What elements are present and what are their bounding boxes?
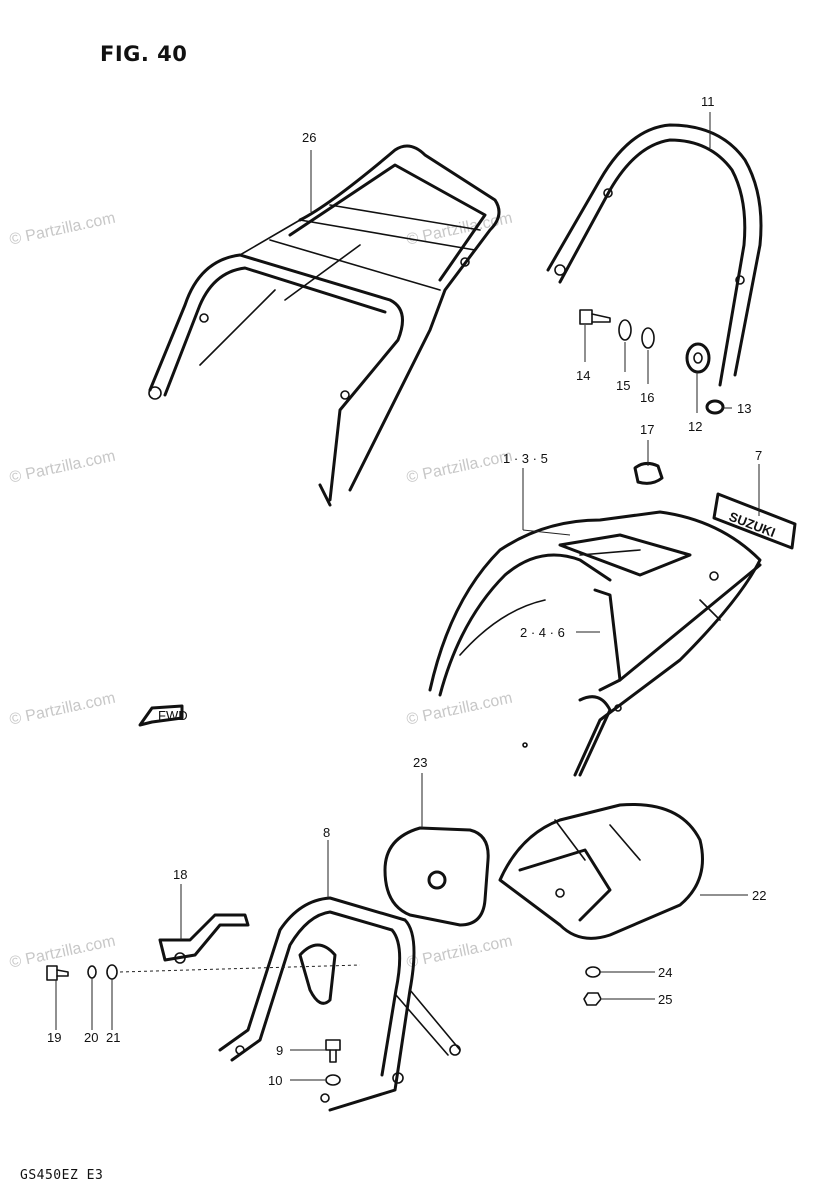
nut-25[interactable] bbox=[583, 992, 602, 1006]
callout-2-4-6: 2 · 4 · 6 bbox=[520, 625, 565, 640]
callout-19: 19 bbox=[47, 1030, 61, 1045]
callout-22: 22 bbox=[752, 888, 766, 903]
callout-26: 26 bbox=[302, 130, 316, 145]
callout-7: 7 bbox=[755, 448, 762, 463]
callout-21: 21 bbox=[106, 1030, 120, 1045]
bolt-9[interactable] bbox=[325, 1039, 341, 1063]
callout-15: 15 bbox=[616, 378, 630, 393]
washer-21[interactable] bbox=[106, 964, 118, 980]
callout-9: 9 bbox=[276, 1043, 283, 1058]
callout-14: 14 bbox=[576, 368, 590, 383]
assembly-line bbox=[119, 964, 361, 973]
callout-24: 24 bbox=[658, 965, 672, 980]
callout-18: 18 bbox=[173, 867, 187, 882]
callout-11: 11 bbox=[701, 94, 715, 109]
callout-17: 17 bbox=[640, 422, 654, 437]
grab-rail[interactable] bbox=[546, 123, 763, 387]
callout-10: 10 bbox=[268, 1073, 282, 1088]
figure-title: FIG. 40 bbox=[100, 42, 188, 66]
washer-15[interactable] bbox=[618, 319, 632, 341]
latch-18[interactable] bbox=[158, 913, 250, 964]
callout-8: 8 bbox=[323, 825, 330, 840]
callout-13: 13 bbox=[737, 401, 751, 416]
washer-10[interactable] bbox=[325, 1074, 341, 1086]
callout-1-3-5: 1 · 3 · 5 bbox=[503, 451, 548, 466]
nut-13[interactable] bbox=[705, 399, 725, 415]
callout-25: 25 bbox=[658, 992, 672, 1007]
callout-23: 23 bbox=[413, 755, 427, 770]
forward-arrow-label: FWD bbox=[158, 708, 188, 723]
suzuki-emblem-7[interactable] bbox=[712, 492, 797, 550]
washer-20[interactable] bbox=[87, 965, 97, 979]
tail-box-22[interactable] bbox=[498, 802, 704, 940]
plate-23[interactable] bbox=[383, 826, 490, 927]
callout-20: 20 bbox=[84, 1030, 98, 1045]
spacer-12[interactable] bbox=[685, 342, 711, 374]
washer-24[interactable] bbox=[585, 966, 601, 978]
bracket-8[interactable] bbox=[218, 896, 461, 1112]
model-code: GS450EZ E3 bbox=[20, 1168, 104, 1183]
callout-16: 16 bbox=[640, 390, 654, 405]
washer-16[interactable] bbox=[641, 327, 655, 349]
bolt-14[interactable] bbox=[579, 309, 611, 325]
seat-tail-cover[interactable] bbox=[428, 510, 762, 777]
bolt-19[interactable] bbox=[46, 965, 69, 981]
rear-carrier-rack[interactable] bbox=[148, 144, 501, 507]
forward-arrow bbox=[138, 704, 184, 727]
callout-12: 12 bbox=[688, 419, 702, 434]
cushion-17[interactable] bbox=[633, 461, 664, 485]
leader-lines bbox=[55, 112, 760, 1081]
